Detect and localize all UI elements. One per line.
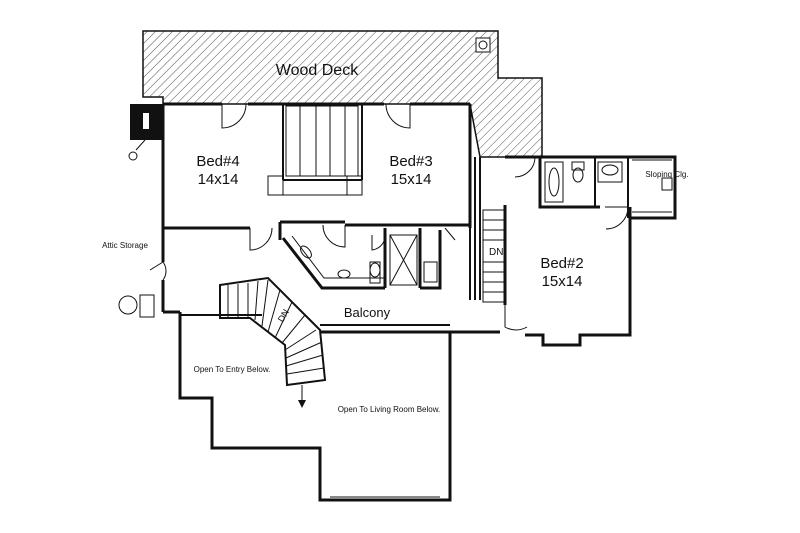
deck-label: Wood Deck bbox=[276, 62, 359, 79]
bed3-size: 15x14 bbox=[391, 171, 432, 188]
interior-walls bbox=[163, 104, 673, 300]
sloping-label: Sloping Clg. bbox=[645, 170, 688, 179]
bed2-name: Bed#2 bbox=[540, 255, 583, 272]
bed2-size: 15x14 bbox=[542, 273, 583, 290]
balcony-rail bbox=[180, 314, 450, 326]
chimney bbox=[128, 104, 162, 161]
attic-label: Attic Storage bbox=[102, 241, 148, 250]
bed4-size: 14x14 bbox=[198, 171, 239, 188]
wood-deck bbox=[142, 30, 543, 158]
deck-post bbox=[475, 37, 491, 53]
deck-post-circle bbox=[478, 40, 488, 50]
main-stair bbox=[219, 276, 327, 408]
bed3-name: Bed#3 bbox=[389, 153, 432, 170]
attic-fixture bbox=[118, 294, 155, 318]
stair-dn-label: DN bbox=[489, 247, 503, 258]
bed4-name: Bed#4 bbox=[196, 153, 239, 170]
open-entry-label: Open To Entry Below. bbox=[194, 365, 271, 374]
stair-down-right bbox=[482, 209, 506, 303]
open-living-label: Open To Living Room Below. bbox=[338, 405, 441, 414]
balcony-label: Balcony bbox=[344, 305, 391, 320]
door-swings bbox=[149, 103, 629, 331]
